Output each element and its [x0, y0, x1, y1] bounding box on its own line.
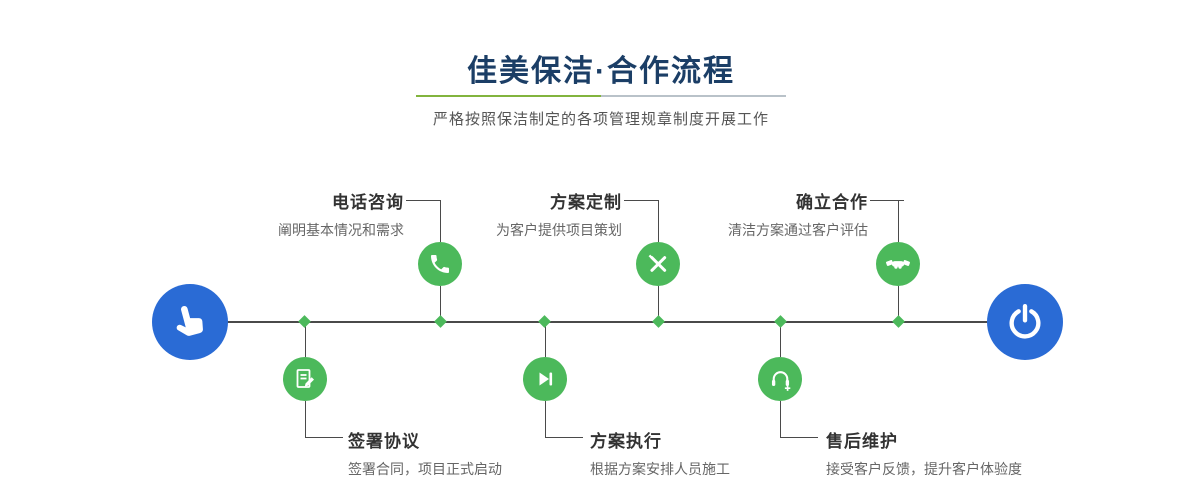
- step-title: 签署协议: [348, 432, 420, 451]
- page-title: 佳美保洁·合作流程: [467, 55, 735, 88]
- power-icon: [1005, 302, 1045, 342]
- timeline-diamond: [298, 315, 311, 328]
- stem-line: [658, 286, 659, 322]
- stem-line: [440, 286, 441, 322]
- connector-line: [780, 437, 818, 438]
- step-label-phone: 电话咨询 阐明基本情况和需求: [278, 188, 404, 240]
- connector-line: [780, 401, 781, 437]
- stem-line: [780, 322, 781, 357]
- timeline-diamond: [434, 315, 447, 328]
- step-node-handshake: [876, 242, 920, 286]
- design-tools-icon: [646, 252, 670, 276]
- connector-line: [898, 200, 899, 242]
- step-desc: 根据方案安排人员施工: [590, 461, 730, 477]
- pointer-hand-icon: [163, 295, 217, 349]
- connector-line: [545, 401, 546, 437]
- step-title: 方案执行: [590, 432, 662, 451]
- step-node-aftersale: [758, 357, 802, 401]
- timeline-line: [190, 321, 1025, 323]
- connector-line: [440, 200, 441, 242]
- phone-icon: [428, 252, 452, 276]
- step-title: 电话咨询: [332, 193, 404, 212]
- stem-line: [305, 322, 306, 357]
- step-title: 方案定制: [550, 193, 622, 212]
- title-divider: [416, 95, 786, 97]
- step-desc: 签署合同，项目正式启动: [348, 461, 502, 477]
- step-node-execute: [523, 357, 567, 401]
- step-node-design: [636, 242, 680, 286]
- step-label-execute: 方案执行 根据方案安排人员施工: [590, 427, 730, 479]
- handshake-icon: [885, 251, 911, 277]
- page-subtitle: 严格按照保洁制定的各项管理规章制度开展工作: [432, 111, 769, 128]
- connector-line: [624, 200, 658, 201]
- timeline-diamond: [774, 315, 787, 328]
- step-node-phone: [418, 242, 462, 286]
- step-desc: 阐明基本情况和需求: [278, 222, 404, 238]
- stem-line: [545, 322, 546, 357]
- step-node-contract: [283, 357, 327, 401]
- timeline-diamond: [538, 315, 551, 328]
- end-node: [987, 284, 1063, 360]
- step-desc: 清洁方案通过客户评估: [728, 222, 868, 238]
- step-desc: 接受客户反馈，提升客户体验度: [826, 461, 1022, 477]
- headset-plus-icon: [768, 367, 793, 392]
- step-label-contract: 签署协议 签署合同，项目正式启动: [348, 427, 502, 479]
- step-label-aftersale: 售后维护 接受客户反馈，提升客户体验度: [826, 427, 1022, 479]
- step-title: 售后维护: [826, 432, 898, 451]
- play-execute-icon: [533, 367, 557, 391]
- connector-line: [545, 437, 583, 438]
- step-label-cooperate: 确立合作 清洁方案通过客户评估: [728, 188, 868, 240]
- connector-line: [658, 200, 659, 242]
- step-desc: 为客户提供项目策划: [496, 222, 622, 238]
- step-label-design: 方案定制 为客户提供项目策划: [496, 188, 622, 240]
- connector-line: [406, 200, 440, 201]
- timeline-diamond: [892, 315, 905, 328]
- contract-sign-icon: [293, 367, 317, 391]
- connector-line: [305, 401, 306, 437]
- stem-line: [898, 286, 899, 322]
- connector-line: [305, 437, 343, 438]
- step-title: 确立合作: [796, 193, 868, 212]
- connector-line: [870, 200, 904, 201]
- timeline-diamond: [652, 315, 665, 328]
- start-node: [152, 284, 228, 360]
